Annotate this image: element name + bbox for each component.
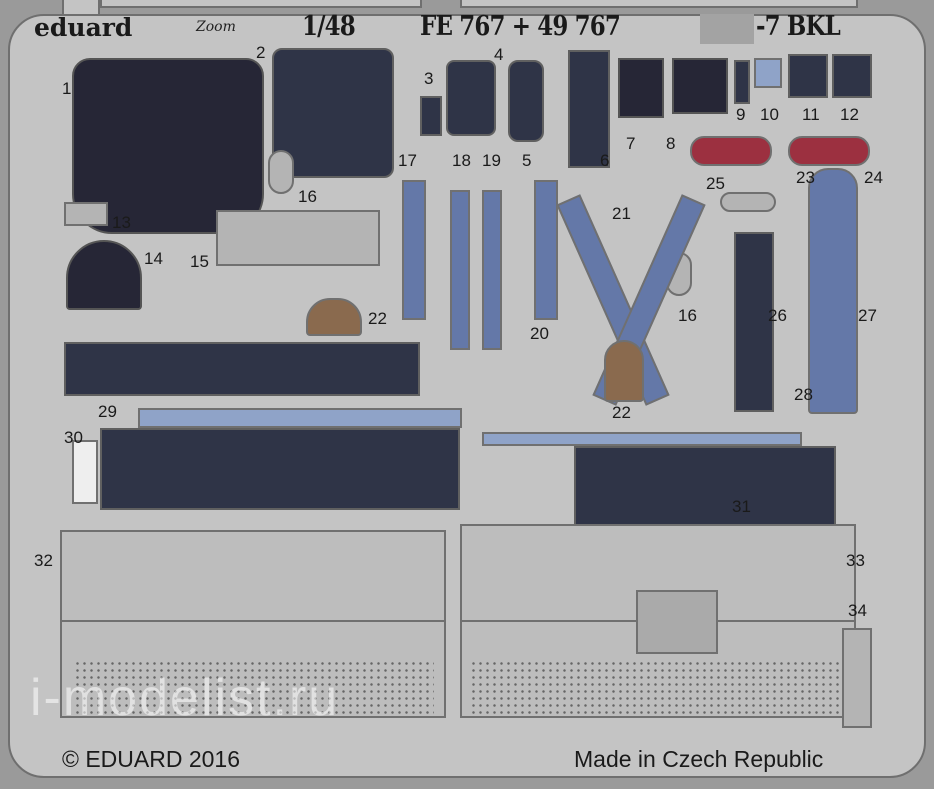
part-14-throttle [66,240,142,310]
watermark: i-modelist.ru [30,669,340,727]
part-number: 22 [368,309,387,328]
part-number: 24 [864,168,883,187]
part-number: 1 [62,79,72,98]
part-number: 29 [98,402,117,421]
product-code: FE 767 + 49 767 [420,11,621,42]
part-number: 14 [144,249,163,268]
part-34 [842,628,872,728]
part-9 [734,60,750,104]
product-suffix: -7 BKL [756,11,841,42]
floor-plate [636,590,718,654]
part-29-strip [138,408,462,428]
part-number: 13 [112,213,131,232]
zoom-logo: Zoom [196,19,236,35]
part-28-console [734,232,774,412]
part-4 [446,60,496,136]
part-20-belt [534,180,558,320]
part-30 [72,440,98,504]
part-number: 28 [794,385,813,404]
part-10 [754,58,782,88]
panel-line [62,620,444,622]
rivet-pattern [74,660,434,714]
part-number: 30 [64,428,83,447]
part-23-pad [690,136,772,166]
part-18-belt [450,190,470,350]
part-31-panel [574,446,836,530]
part-panel-strip [64,342,420,396]
part-number: 12 [840,105,859,124]
part-number: 19 [482,151,501,170]
part-number: 2 [256,43,266,62]
sprue-gate [460,0,858,8]
part-number: 20 [530,324,549,343]
part-number: 18 [452,151,471,170]
part-13 [64,202,108,226]
part-7 [618,58,664,118]
part-8 [672,58,728,114]
part-number: 25 [706,174,725,193]
eduard-logo: eduard [34,13,133,42]
part-17-belt [402,180,426,320]
part-number: 21 [612,204,631,223]
part-3 [420,96,442,136]
part-number: 3 [424,69,434,88]
sprue-gate [62,0,100,16]
rivet-pattern [470,660,850,714]
part-5 [508,60,544,142]
part-number: 6 [600,151,610,170]
part-number: 32 [34,551,53,570]
part-number: 5 [522,151,532,170]
sprue-gate [100,0,422,8]
part-number: 15 [190,252,209,271]
masked-text [700,14,754,44]
part-number: 10 [760,105,779,124]
part-22-cushion [306,298,362,336]
part-25 [720,192,776,212]
part-number: 4 [494,45,504,64]
part-6-console [568,50,610,168]
part-number: 11 [802,105,820,124]
part-26-27-harness [808,168,858,414]
part-19-belt [482,190,502,350]
part-number: 33 [846,551,865,570]
copyright: © EDUARD 2016 [62,746,241,772]
part-29-panel [100,428,460,510]
part-24-pad [788,136,870,166]
origin-label: Made in Czech Republic [574,746,824,772]
part-31-strip [482,432,802,446]
part-number: 26 [768,306,787,325]
part-number: 8 [666,134,676,153]
part-number: 16 [678,306,697,325]
part-number: 17 [398,151,417,170]
part-number: 27 [858,306,877,325]
part-12 [832,54,872,98]
part-number: 23 [796,168,815,187]
part-16 [268,150,294,194]
part-11 [788,54,828,98]
part-number: 22 [612,403,631,422]
part-22-cushion [604,340,644,402]
part-15-grille [216,210,380,266]
part-number: 9 [736,105,746,124]
part-number: 16 [298,187,317,206]
part-number: 7 [626,134,636,153]
scale-label: 1/48 [302,11,356,42]
part-number: 31 [732,497,751,516]
part-number: 34 [848,601,867,620]
